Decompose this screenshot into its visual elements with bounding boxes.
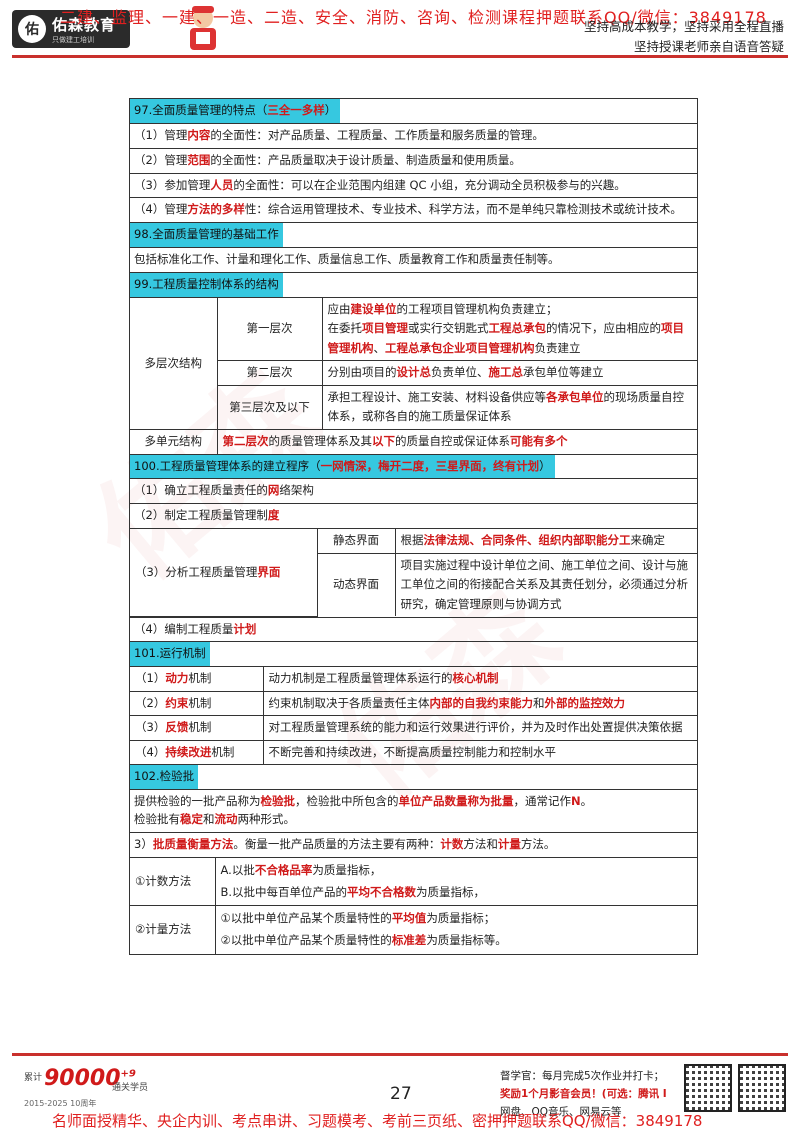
mechanism-desc: 约束机制取决于各质量责任主体内部的自我约束能力和外部的监控效力 <box>262 690 697 717</box>
footer-cum-label: 累计 <box>24 1073 43 1083</box>
logo-name: 佑森教育 <box>52 15 117 34</box>
multi-unit-desc: 第二层次的质量管理体系及其以下的质量自控或保证体系可能有多个 <box>216 428 697 454</box>
section-99-title: 99.工程质量控制体系的结构 <box>130 271 697 297</box>
level1-label: 第一层次 <box>216 297 323 362</box>
page-number: 27 <box>390 1084 412 1104</box>
list-item: （1）管理内容的全面性：对产品质量、工程质量、工作质量和服务质量的管理。 <box>130 123 697 148</box>
measure-method-label: ②计量方法 <box>130 905 216 955</box>
qr-code-icon <box>684 1064 732 1112</box>
header-divider <box>12 55 788 58</box>
footer-promo: 名师面授精华、央企内训、考点串讲、习题模考、考前三页纸、密押押题联系QQ/微信：… <box>52 1112 703 1130</box>
mechanism-name: （3）反馈机制 <box>130 715 264 741</box>
footer-note-3: 网盘、QQ音乐、网易云等 <box>500 1106 622 1118</box>
static-interface-label: 静态界面 <box>316 528 396 554</box>
list-item: （2）管理范围的全面性：产品质量取决于设计质量、制造质量和使用质量。 <box>130 147 697 173</box>
header-promo: 二建、监理、一建、一造、二造、安全、消防、咨询、检测课程押题联系QQ/微信：38… <box>60 8 767 27</box>
level1-desc: 应由建设单位的工程项目管理机构负责建立； 在委托项目管理或实行交钥匙式工程总承包… <box>321 297 697 362</box>
measure-method-desc: ①以批中单位产品某个质量特性的平均值为质量指标； ②以批中单位产品某个质量特性的… <box>214 905 697 955</box>
level2-desc: 分别由项目的设计总负责单位、施工总承包单位等建立 <box>321 360 697 386</box>
mechanism-desc: 不断完善和持续改进，不断提高质量控制能力和控制水平 <box>262 739 697 765</box>
count-method-label: ①计数方法 <box>130 857 216 907</box>
section-98-title: 98.全面质量管理的基础工作 <box>130 222 697 248</box>
table-row: （2）约束机制 约束机制取决于各质量责任主体内部的自我约束能力和外部的监控效力 <box>130 690 697 717</box>
mechanism-name: （1）动力机制 <box>130 667 264 692</box>
mechanism-desc: 对工程质量管理系统的能力和运行效果进行评价，并为及时作出处置提供决策依据 <box>262 715 697 741</box>
table-row: （4）持续改进机制 不断完善和持续改进，不断提高质量控制能力和控制水平 <box>130 739 697 765</box>
level2-label: 第二层次 <box>217 360 323 386</box>
footer-note-2: 奖励1个月影音会员！(可选：腾讯 I <box>500 1088 667 1100</box>
list-item: （4）编制工程质量计划 <box>130 616 697 642</box>
table-row: （3）反馈机制 对工程质量管理系统的能力和运行效果进行评价，并为及时作出处置提供… <box>130 715 697 741</box>
dynamic-interface-label: 动态界面 <box>317 552 396 617</box>
dynamic-interface-desc: 项目实施过程中设计单位之间、施工单位之间、设计与施工单位之间的衔接配合关系及其责… <box>394 552 697 617</box>
structure-table: 多层次结构 第一层次 应由建设单位的工程项目管理机构负责建立； 在委托项目管理或… <box>130 296 697 454</box>
list-item: （3）参加管理人员的全面性：可以在企业范围内组建 QC 小组，充分调动全员积极参… <box>130 172 697 198</box>
header-slogan-1: 坚持高成本教学，坚持采用全程直播 <box>583 19 784 34</box>
section-102-text: 提供检验的一批产品称为检验批，检验批中所包含的单位产品数量称为批量，通常记作N。… <box>130 789 697 832</box>
level3-desc: 承担工程设计、施工安装、材料设备供应等各承包单位的现场质量自控体系，或称各自的施… <box>321 384 697 430</box>
section-101-title: 101.运行机制 <box>130 641 697 667</box>
multi-level-label: 多层次结构 <box>130 297 218 430</box>
mechanism-name: （4）持续改进机制 <box>130 739 264 765</box>
mechanism-table: （1）动力机制 动力机制是工程质量管理体系运行的核心机制 （2）约束机制 约束机… <box>130 666 697 765</box>
methods-table: ①计数方法 A.以批不合格品率为质量指标， B.以批中每百单位产品的平均不合格数… <box>130 856 697 955</box>
logo-mark: 佑 <box>18 15 46 43</box>
list-item: （4）管理方法的多样性：综合运用管理技术、专业技术、科学方法，而不是单纯只靠检测… <box>130 197 697 222</box>
logo-subtitle: 只做建工培训 <box>52 35 94 44</box>
qr-code-icon <box>738 1064 786 1112</box>
level3-label: 第三层次及以下 <box>217 384 323 430</box>
table-row: ②计量方法 ①以批中单位产品某个质量特性的平均值为质量指标； ②以批中单位产品某… <box>130 905 697 955</box>
table-row: ①计数方法 A.以批不合格品率为质量指标， B.以批中每百单位产品的平均不合格数… <box>130 857 697 907</box>
section-98-text: 包括标准化工作、计量和理化工作、质量信息工作、质量教育工作和质量责任制等。 <box>130 247 697 272</box>
section-100-title: 100.工程质量管理体系的建立程序（一网情深，梅开二度，三星界面，终有计划） <box>130 453 697 479</box>
brand-logo: 佑 佑森教育 只做建工培训 <box>12 10 130 48</box>
mascot-icon <box>190 6 216 50</box>
footer-student-count: 90000+9 <box>44 1066 136 1091</box>
count-method-desc: A.以批不合格品率为质量指标， B.以批中每百单位产品的平均不合格数为质量指标， <box>214 857 697 907</box>
footer-years: 2015-2025 10周年 <box>24 1099 97 1108</box>
notes-table: 97.全面质量管理的特点（三全一多样） （1）管理内容的全面性：对产品质量、工程… <box>129 98 698 956</box>
section-97-title: 97.全面质量管理的特点（三全一多样） <box>130 99 697 123</box>
interface-label: （3）分析工程质量管理界面 <box>130 528 318 617</box>
static-interface-desc: 根据法律法规、合同条件、组织内部职能分工来确定 <box>394 528 697 554</box>
mechanism-name: （2）约束机制 <box>130 690 264 717</box>
header-slogan-2: 坚持授课老师亲自语音答疑 <box>633 39 784 54</box>
footer-note-1: 督学官：每月完成5次作业并打卡； <box>500 1070 665 1082</box>
multi-unit-label: 多单元结构 <box>130 428 218 454</box>
mechanism-desc: 动力机制是工程质量管理体系运行的核心机制 <box>262 667 697 692</box>
section-102-title: 102.检验批 <box>130 764 697 790</box>
interface-table: （3）分析工程质量管理界面 静态界面 根据法律法规、合同条件、组织内部职能分工来… <box>130 527 697 617</box>
table-row: （1）动力机制 动力机制是工程质量管理体系运行的核心机制 <box>130 667 697 692</box>
page-header: 佑 佑森教育 只做建工培训 二建、监理、一建、一造、二造、安全、消防、咨询、检测… <box>0 0 800 58</box>
list-item: （1）确立工程质量责任的网络架构 <box>130 478 697 503</box>
section-102-methods: 3）批质量衡量方法。衡量一批产品质量的方法主要有两种：计数方法和计量方法。 <box>130 831 697 857</box>
list-item: （2）制定工程质量管理制度 <box>130 503 697 528</box>
footer-divider <box>12 1053 788 1056</box>
footer-pass-label: 通关学员 <box>112 1083 149 1093</box>
